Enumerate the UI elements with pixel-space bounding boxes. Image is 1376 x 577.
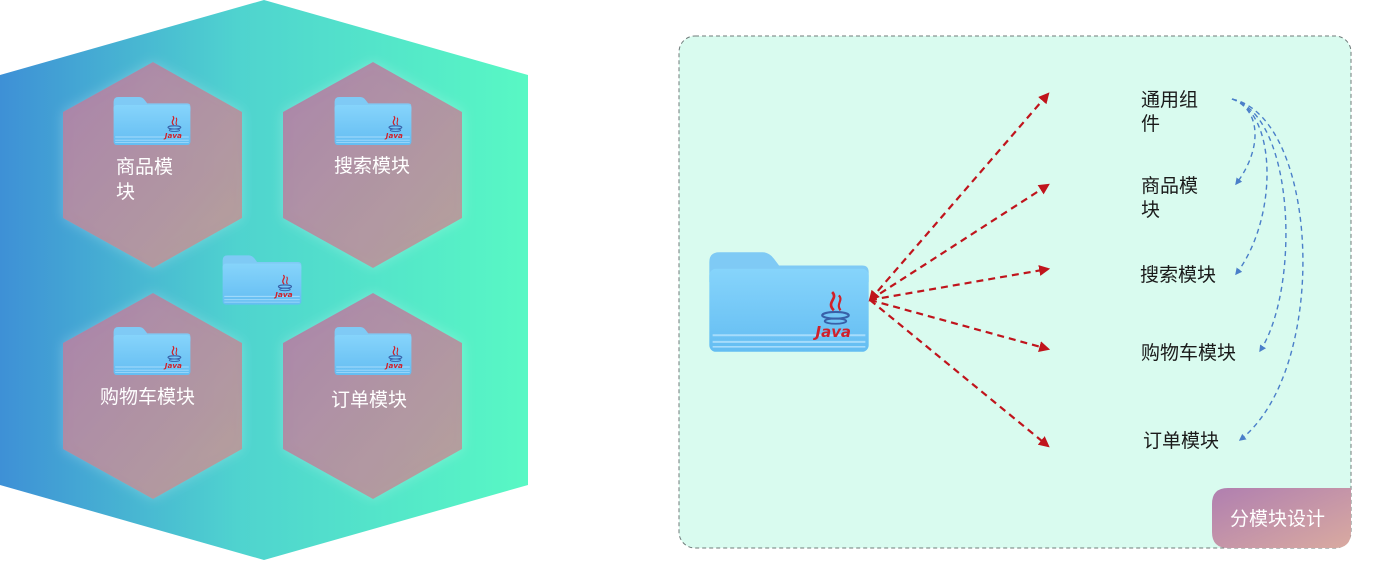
hexagon-label: 商品模 [116, 156, 173, 178]
right-panel: 通用组 件 商品模 块 搜索模块 购物车模块 订单模块 分模块设计 [678, 35, 1352, 549]
module-label-product: 块 [1141, 199, 1160, 221]
module-label-common: 件 [1141, 113, 1160, 135]
hexagon-label: 订单模块 [331, 389, 407, 411]
arrow-to-common [868, 92, 1050, 302]
folder-java-icon [333, 326, 413, 376]
common-dependency-curves [1231, 98, 1304, 441]
module-label-common: 通用组 [1141, 89, 1198, 111]
folder-java-icon [333, 96, 413, 146]
badge-label: 分模块设计 [1230, 508, 1325, 530]
hexagon-label: 搜索模块 [334, 155, 410, 177]
folder-java-icon [112, 326, 192, 376]
curve-to-cart [1231, 98, 1287, 353]
module-label-cart: 购物车模块 [1141, 342, 1236, 364]
arrow-to-search [869, 265, 1051, 302]
curve-to-order [1231, 98, 1304, 441]
center-folder-java-icon [221, 254, 303, 306]
hexagon-label: 购物车模块 [100, 386, 195, 408]
module-label-order: 订单模块 [1143, 430, 1219, 452]
hexagon-order-module [283, 293, 462, 499]
folder-java-icon [112, 96, 192, 146]
arrow-to-cart [869, 298, 1051, 352]
java-project-folder-icon [707, 250, 871, 354]
hexagon-product-module [63, 62, 242, 268]
module-label-product: 商品模 [1141, 175, 1198, 197]
hexagon-cart-module [63, 293, 242, 499]
hexagon-search-module [283, 62, 462, 268]
curve-to-search [1231, 98, 1268, 276]
module-label-search: 搜索模块 [1140, 264, 1216, 286]
arrow-to-order [869, 299, 1050, 448]
dependency-arrows [868, 92, 1051, 448]
hexagon-label: 块 [116, 181, 135, 203]
left-panel: 商品模 块 搜索模块 购物车模块 订单模块 [0, 0, 528, 560]
module-design-badge: 分模块设计 [1212, 488, 1351, 548]
